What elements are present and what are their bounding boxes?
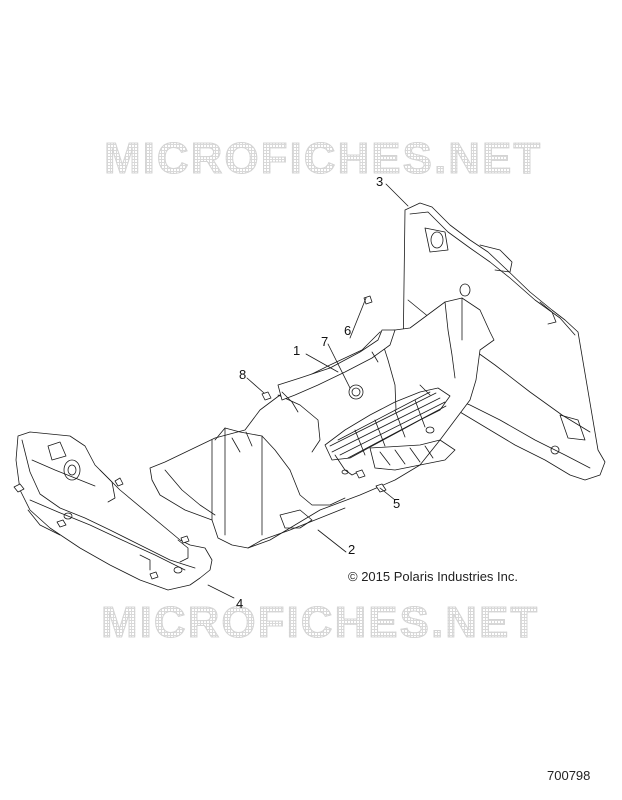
callout-1[interactable]: 1 [293, 343, 301, 358]
callout-5[interactable]: 5 [393, 496, 401, 511]
watermark-top: MICROFICHES.NET [103, 134, 543, 184]
part-4-left-rocker-panel [15, 431, 213, 591]
callout-4[interactable]: 4 [236, 596, 244, 611]
callout-7[interactable]: 7 [321, 334, 329, 349]
part-1-floor-flange [277, 329, 396, 413]
callout-8[interactable]: 8 [239, 367, 247, 382]
callout-6[interactable]: 6 [344, 323, 352, 338]
fasteners [13, 295, 387, 580]
callout-3[interactable]: 3 [376, 174, 384, 189]
diagram-part-number: 700798 [547, 768, 591, 783]
watermark-bottom: MICROFICHES.NET [100, 598, 540, 648]
part-3-right-rocker-panel [402, 202, 606, 481]
copyright-notice: © 2015 Polaris Industries Inc. [348, 569, 518, 584]
callout-2[interactable]: 2 [348, 542, 356, 557]
leader-lines [207, 183, 409, 599]
